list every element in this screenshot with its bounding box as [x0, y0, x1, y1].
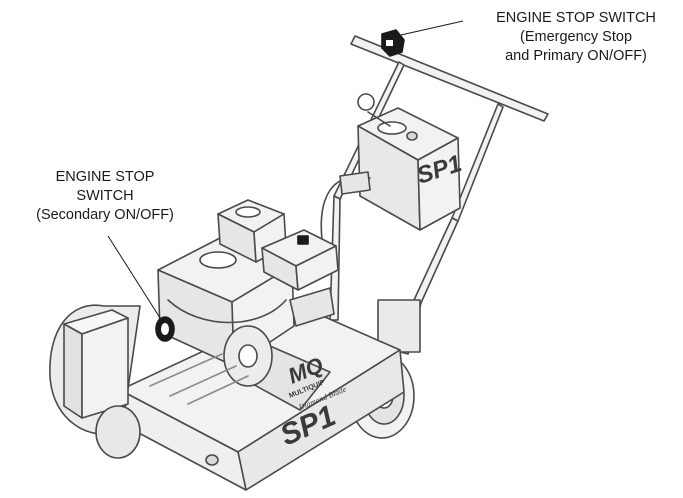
- blade-guard: [49, 304, 141, 435]
- secondary-label-line2: SWITCH: [76, 188, 134, 204]
- primary-label-line1: ENGINE STOP SWITCH: [496, 10, 656, 26]
- handle-frame: [329, 35, 549, 355]
- exhaust: [289, 287, 335, 327]
- primary-stop-switch: [381, 29, 405, 57]
- leader-line-primary: [400, 20, 464, 36]
- secondary-stop-switch: [155, 316, 175, 342]
- secondary-label-line3: (Secondary ON/OFF): [36, 207, 174, 223]
- secondary-switch-label: ENGINE STOP SWITCH (Secondary ON/OFF): [0, 168, 210, 225]
- fuel-tank: [261, 229, 339, 291]
- primary-label-line2: (Emergency Stop: [519, 29, 633, 45]
- primary-switch-label: ENGINE STOP SWITCH (Emergency Stop and P…: [478, 9, 674, 66]
- secondary-label-line1: ENGINE STOP: [55, 169, 155, 185]
- cable-connector: [339, 171, 371, 195]
- primary-label-line3: and Primary ON/OFF): [505, 48, 647, 64]
- bolt: [205, 454, 219, 466]
- front-wheel: [95, 405, 141, 459]
- control-console: [357, 93, 461, 231]
- leader-line-secondary: [107, 235, 163, 322]
